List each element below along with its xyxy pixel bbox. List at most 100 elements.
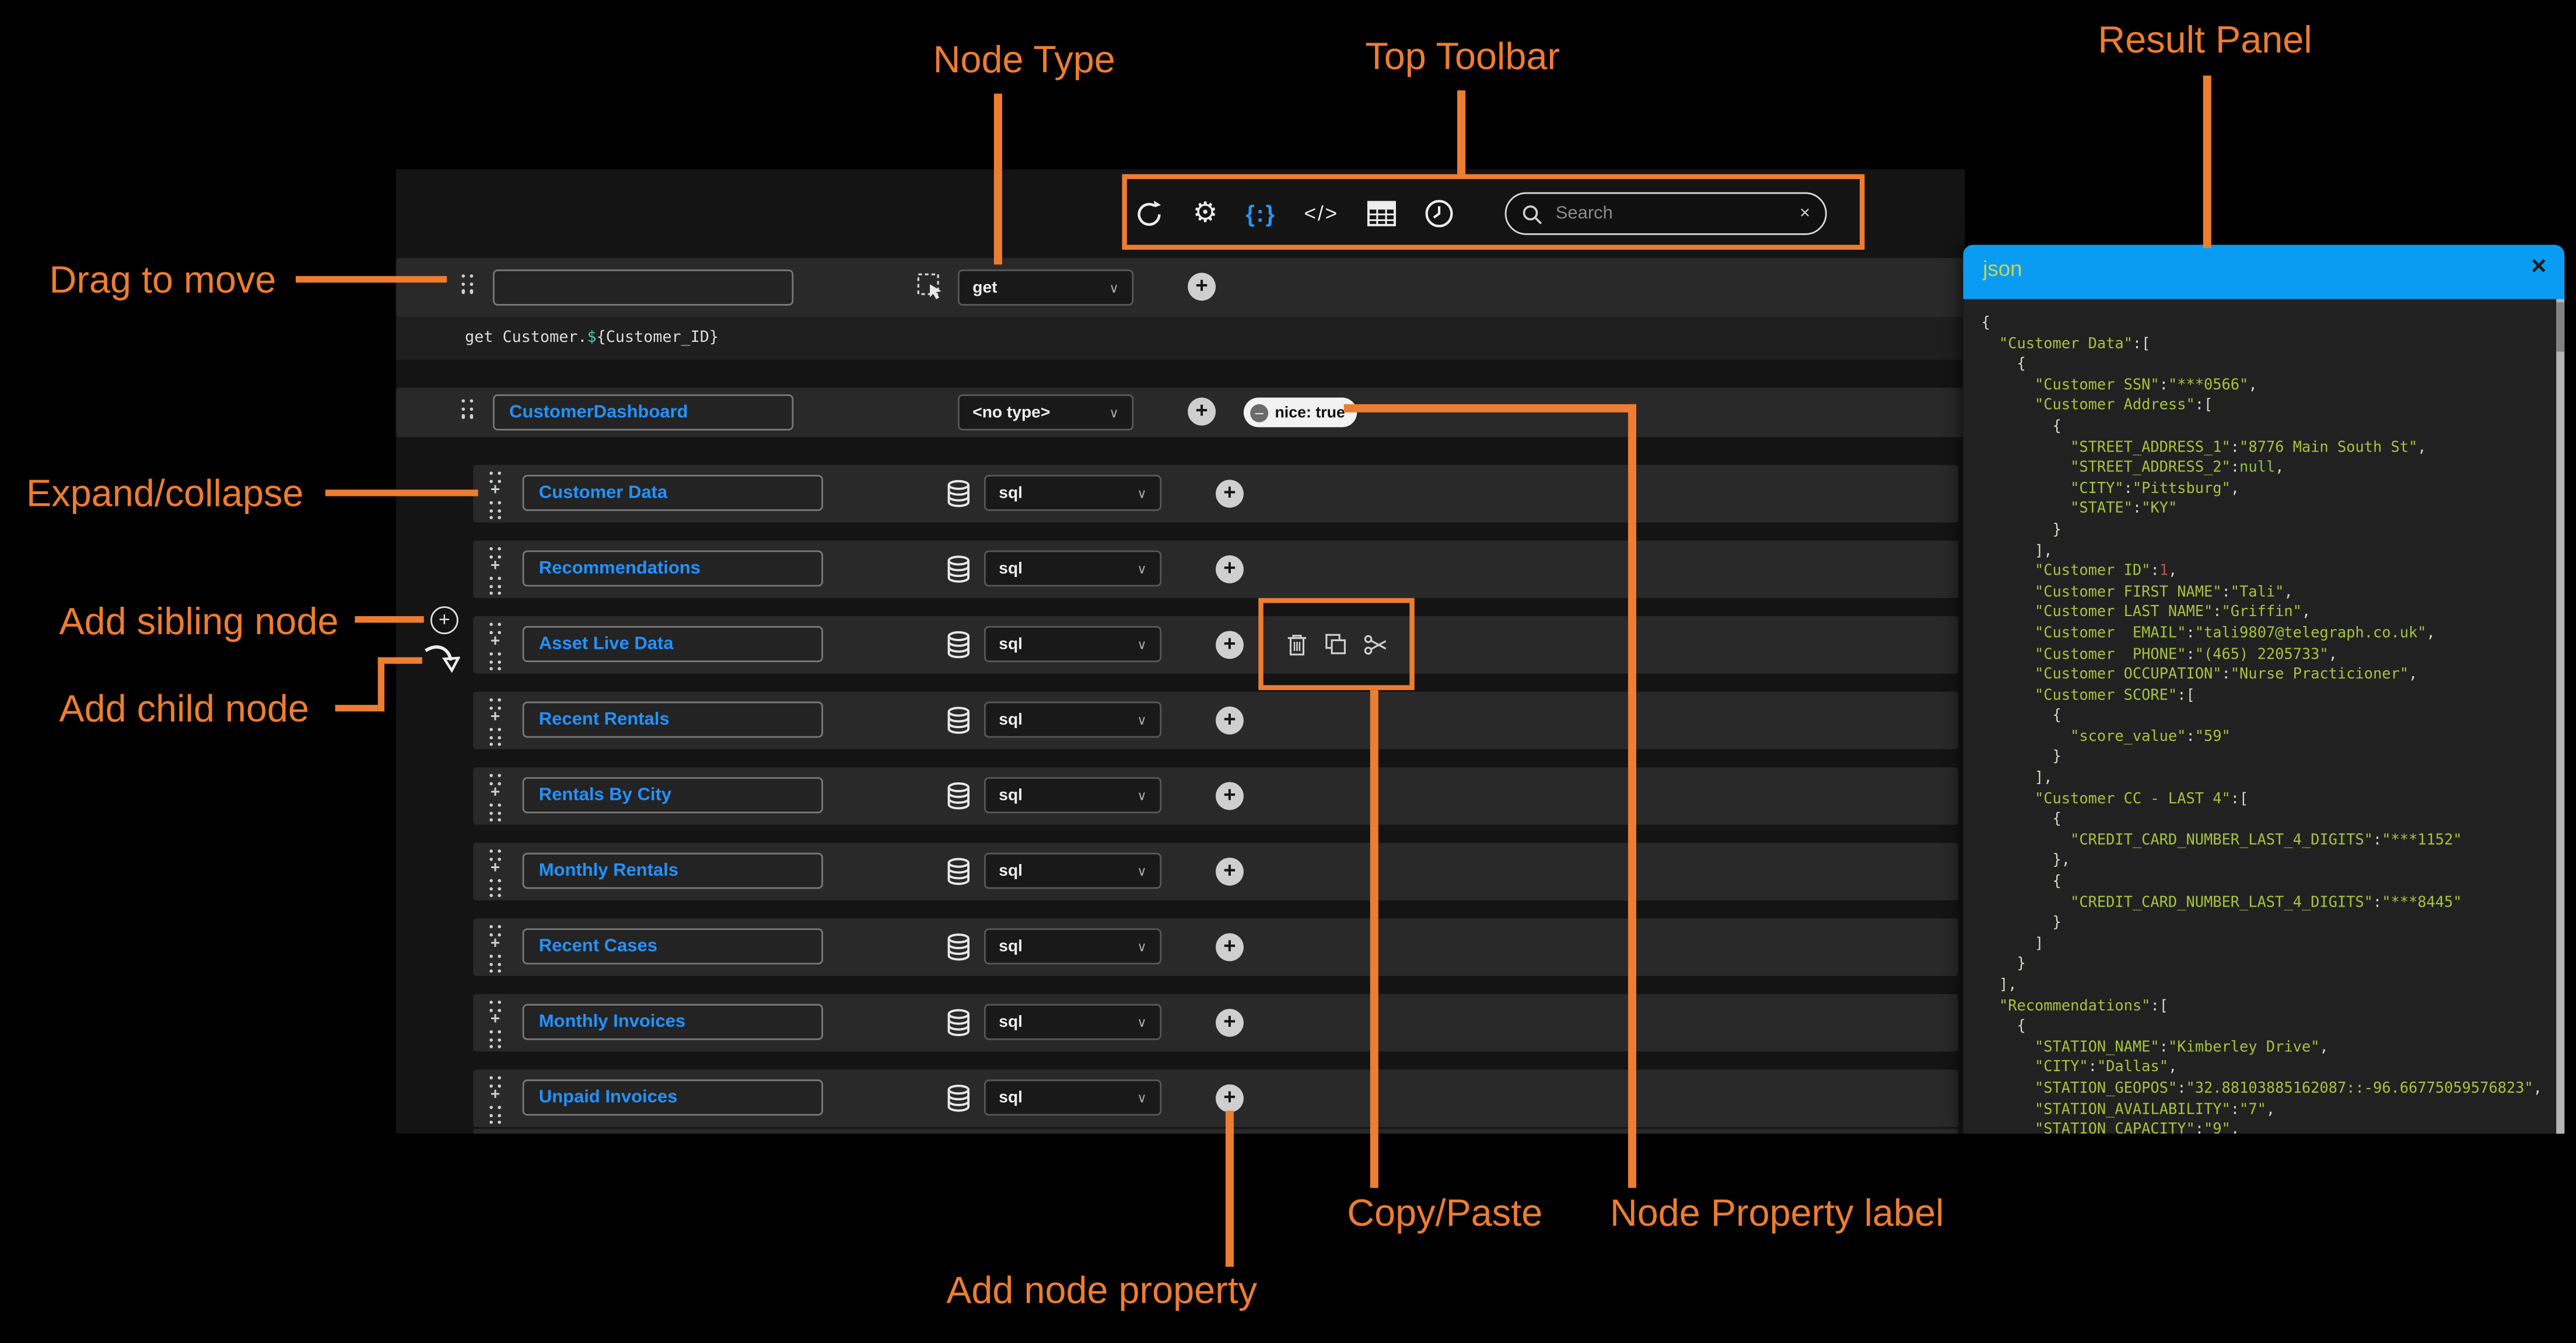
node-name-input[interactable]: Recent Cases <box>522 928 823 965</box>
clear-search-icon[interactable]: × <box>1800 204 1811 224</box>
database-icon <box>946 707 971 743</box>
expand-collapse-icon[interactable]: + <box>490 859 501 878</box>
node-type-select[interactable]: get∨ <box>957 269 1134 306</box>
node-row-rentals-by-city: + Rentals By City sql∨ + <box>473 767 1959 825</box>
undo-icon[interactable] <box>1133 198 1165 229</box>
chevron-down-icon: ∨ <box>1137 788 1147 803</box>
add-property-button[interactable]: + <box>1216 933 1244 961</box>
settings-icon[interactable]: ⚙ <box>1192 197 1218 229</box>
node-name-input[interactable]: Recent Rentals <box>522 701 823 738</box>
remove-property-icon[interactable]: – <box>1250 403 1269 422</box>
node-row-asset-live-data: + Asset Live Data sql∨ + <box>473 616 1959 674</box>
node-type-select[interactable]: <no type>∨ <box>957 394 1134 431</box>
node-type-select[interactable]: sql∨ <box>984 701 1162 738</box>
node-type-select[interactable]: sql∨ <box>984 1079 1162 1116</box>
node-row-partial <box>473 1128 1959 1134</box>
expand-collapse-icon[interactable]: + <box>490 557 501 576</box>
node-name-input[interactable]: Monthly Rentals <box>522 852 823 889</box>
search-input[interactable] <box>1552 202 1790 225</box>
table-view-icon[interactable] <box>1367 201 1396 227</box>
result-panel-body: { "Customer Data":[ { "Customer SSN":"**… <box>1963 299 2564 1134</box>
expand-collapse-icon[interactable]: + <box>490 633 501 652</box>
node-name-input[interactable]: Unpaid Invoices <box>522 1079 823 1116</box>
chevron-down-icon: ∨ <box>1137 1090 1147 1105</box>
node-name-input[interactable] <box>492 269 794 306</box>
json-view-icon[interactable]: {:} <box>1245 200 1276 227</box>
select-node-icon[interactable] <box>916 273 946 311</box>
node-actions-toolbar <box>1258 598 1415 690</box>
annotation-line <box>1343 404 1637 412</box>
add-property-button[interactable]: + <box>1216 1084 1244 1113</box>
top-toolbar: ⚙ {:} </> × <box>1133 169 1827 258</box>
drag-handle[interactable]: + <box>489 849 501 898</box>
close-icon[interactable]: × <box>2530 253 2547 281</box>
database-icon <box>946 480 971 516</box>
annotation-node-type: Node Type <box>933 37 1115 81</box>
expand-collapse-icon[interactable]: + <box>490 482 501 501</box>
node-type-select[interactable]: sql∨ <box>984 852 1162 889</box>
node-type-select[interactable]: sql∨ <box>984 1003 1162 1040</box>
drag-handle[interactable] <box>461 399 473 418</box>
chevron-down-icon: ∨ <box>1137 561 1147 576</box>
drag-handle[interactable]: + <box>489 1001 501 1050</box>
delete-icon[interactable] <box>1286 632 1307 656</box>
scrollbar-thumb[interactable] <box>2556 302 2565 352</box>
expand-collapse-icon[interactable]: + <box>490 1011 501 1030</box>
annotation-box-toolbar <box>1122 174 1865 250</box>
scrollbar[interactable] <box>2556 299 2565 1134</box>
expand-collapse-icon[interactable]: + <box>490 708 501 727</box>
cut-icon[interactable] <box>1363 634 1387 655</box>
add-property-button[interactable]: + <box>1216 782 1244 810</box>
node-type-select[interactable]: sql∨ <box>984 550 1162 587</box>
annotation-result-panel: Result Panel <box>2098 18 2312 61</box>
add-property-button[interactable]: + <box>1216 631 1244 659</box>
expand-collapse-icon[interactable]: + <box>490 1086 501 1105</box>
database-icon <box>946 782 971 819</box>
add-property-button[interactable]: + <box>1216 480 1244 508</box>
node-row-root: get∨ + <box>396 258 1965 317</box>
node-name-input[interactable]: Recommendations <box>522 550 823 587</box>
node-name-input[interactable]: Rentals By City <box>522 777 823 814</box>
node-type-select[interactable]: sql∨ <box>984 474 1162 511</box>
node-name-input[interactable]: Asset Live Data <box>522 626 823 662</box>
history-icon[interactable] <box>1424 199 1454 229</box>
drag-handle[interactable]: + <box>489 622 501 671</box>
code-view-icon[interactable]: </> <box>1304 202 1339 225</box>
drag-handle[interactable]: + <box>489 471 501 520</box>
node-name-input[interactable]: Customer Data <box>522 474 823 511</box>
drag-handle[interactable]: + <box>489 1076 501 1125</box>
drag-handle[interactable]: + <box>489 698 501 747</box>
node-name-input[interactable]: Monthly Invoices <box>522 1003 823 1040</box>
annotation-line <box>335 705 378 712</box>
annotation-line <box>295 276 447 283</box>
expand-collapse-icon[interactable]: + <box>490 784 501 803</box>
add-property-button[interactable]: + <box>1216 707 1244 735</box>
drag-handle[interactable]: + <box>489 925 501 974</box>
expand-collapse-icon[interactable]: + <box>490 935 501 954</box>
annotation-node-property-label: Node Property label <box>1609 1191 1944 1234</box>
add-property-button[interactable]: + <box>1216 858 1244 886</box>
drag-handle[interactable] <box>461 274 473 293</box>
add-property-button[interactable]: + <box>1216 1009 1244 1037</box>
json-code: { "Customer Data":[ { "Customer SSN":"**… <box>1981 315 2542 1134</box>
node-name-input[interactable]: CustomerDashboard <box>492 394 794 431</box>
drag-handle[interactable]: + <box>489 547 501 596</box>
drag-handle[interactable]: + <box>489 774 501 823</box>
node-type-select[interactable]: sql∨ <box>984 928 1162 965</box>
annotation-line <box>377 657 385 712</box>
add-property-button[interactable]: + <box>1188 272 1216 301</box>
annotation-line <box>1457 90 1466 174</box>
curved-arrow-icon <box>424 645 461 673</box>
node-property-badge[interactable]: – nice: true <box>1243 397 1357 428</box>
add-sibling-node-button[interactable]: + <box>430 606 459 635</box>
node-type-select[interactable]: sql∨ <box>984 626 1162 662</box>
annotation-line <box>325 489 478 496</box>
add-property-button[interactable]: + <box>1188 397 1216 426</box>
node-type-select[interactable]: sql∨ <box>984 777 1162 814</box>
annotation-expand-collapse: Expand/collapse <box>26 471 304 515</box>
node-command: get Customer.${Customer_ID} <box>396 317 1965 360</box>
database-icon <box>946 555 971 592</box>
add-child-node-button[interactable] <box>421 641 461 685</box>
add-property-button[interactable]: + <box>1216 555 1244 583</box>
copy-icon[interactable] <box>1324 632 1346 655</box>
